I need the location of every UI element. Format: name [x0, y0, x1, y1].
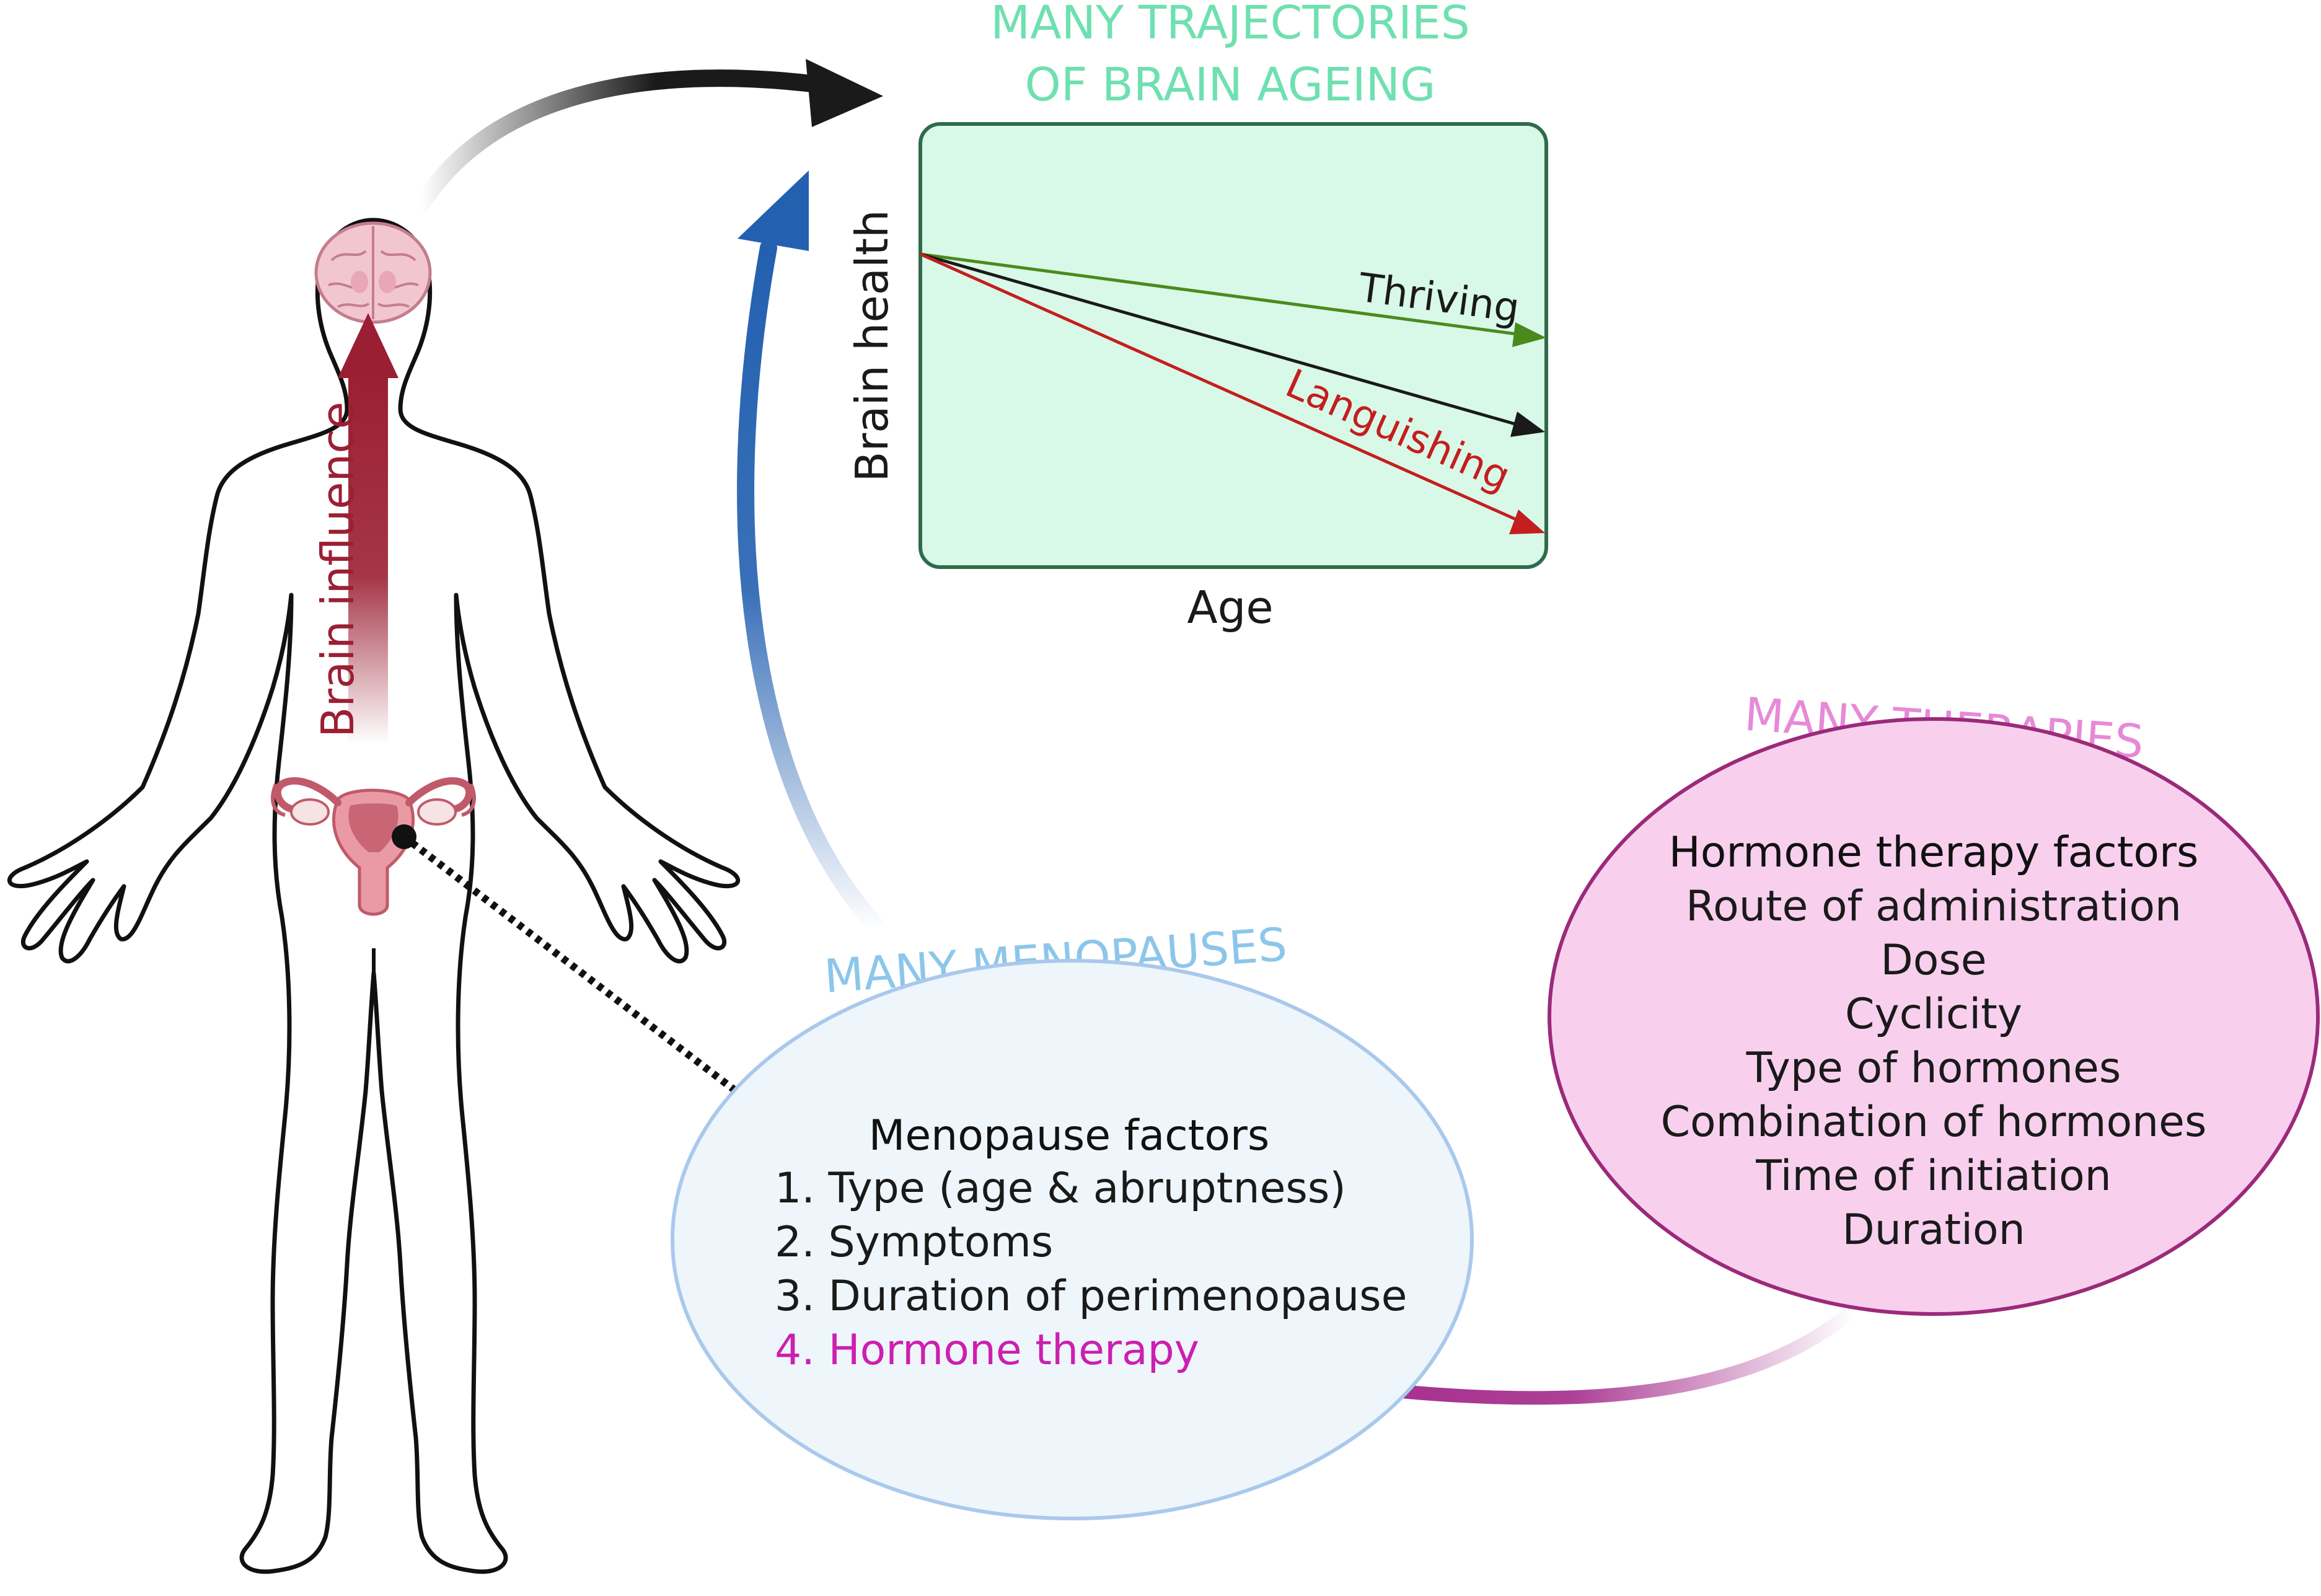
menopauses-heading: Menopause factors: [869, 1111, 1270, 1160]
menopause-item-1: 1. Type (age & abruptness): [775, 1164, 1346, 1213]
trajectories-title-line2: OF BRAIN AGEING: [1025, 58, 1436, 112]
menopause-item-2: 2. Symptoms: [775, 1218, 1053, 1267]
blue-curved-arrow: [737, 170, 889, 938]
brain-icon: [314, 221, 432, 324]
therapy-item-1: Route of administration: [1686, 882, 2182, 931]
dotted-connector: [392, 824, 746, 1100]
languishing-line: [919, 252, 1523, 524]
neutral-line: [920, 252, 1522, 428]
therapy-item-6: Time of initiation: [1755, 1152, 2112, 1201]
brain-influence-arrow: [338, 313, 399, 744]
trajectories-title-line1: MANY TRAJECTORIES: [990, 0, 1469, 50]
menopauses-ellipse: [671, 959, 1474, 1520]
therapy-item-7: Duration: [1842, 1206, 2025, 1254]
therapy-item-5: Combination of hormones: [1661, 1098, 2207, 1147]
therapies-ellipse: [1548, 717, 2320, 1316]
brain-influence-label: Brain influence: [312, 402, 364, 738]
thriving-line: [920, 252, 1522, 337]
trajectories-panel: [918, 122, 1548, 569]
x-axis-label: Age: [1187, 581, 1273, 633]
therapy-item-4: Type of hormones: [1746, 1044, 2121, 1093]
languishing-arrowhead: [1509, 509, 1545, 534]
black-curved-arrow: [413, 59, 883, 213]
therapy-item-3: Cyclicity: [1845, 990, 2022, 1039]
thriving-arrowhead: [1512, 322, 1546, 347]
y-axis-label: Brain health: [846, 209, 898, 482]
menopause-item-3: 3. Duration of perimenopause: [775, 1272, 1407, 1321]
therapies-heading: Hormone therapy factors: [1669, 828, 2199, 877]
neutral-arrowhead: [1510, 412, 1545, 437]
therapy-item-2: Dose: [1880, 936, 1986, 985]
menopause-item-4: 4. Hormone therapy: [775, 1326, 1199, 1375]
uterus-icon: [271, 777, 476, 916]
